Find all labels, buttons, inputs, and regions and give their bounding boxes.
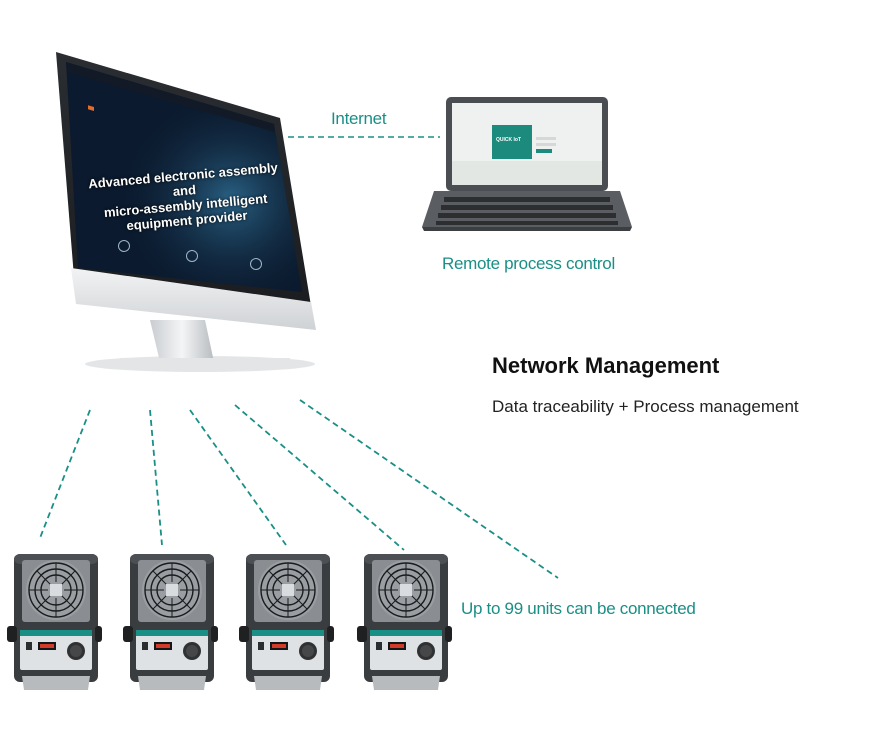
diagram-title: Network Management xyxy=(492,353,720,378)
ionizer-unit-1 xyxy=(6,552,102,692)
monitor-circle-icon-1 xyxy=(118,240,130,252)
ionizer-unit-3 xyxy=(238,552,334,692)
ionizer-unit-2 xyxy=(122,552,218,692)
monitor-illustration xyxy=(56,52,316,372)
device-link-line-5 xyxy=(299,399,559,579)
ionizer-unit-4 xyxy=(356,552,452,692)
laptop: QUICK IoT xyxy=(420,95,635,235)
desktop-monitor: Advanced electronic assembly and micro-a… xyxy=(0,0,330,380)
remote-control-label: Remote process control xyxy=(442,254,615,273)
laptop-illustration xyxy=(422,97,632,231)
internet-label: Internet xyxy=(331,109,387,128)
diagram-subtitle: Data traceability + Process management xyxy=(492,397,799,416)
device-link-line-1 xyxy=(39,409,91,539)
units-capacity-label: Up to 99 units can be connected xyxy=(461,599,696,618)
device-link-line-3 xyxy=(189,409,287,546)
monitor-circle-icon-2 xyxy=(186,250,198,262)
device-link-line-4 xyxy=(234,404,405,551)
device-link-line-2 xyxy=(149,409,163,546)
monitor-circle-icon-3 xyxy=(250,258,262,270)
laptop-card-title: QUICK IoT xyxy=(496,137,521,143)
